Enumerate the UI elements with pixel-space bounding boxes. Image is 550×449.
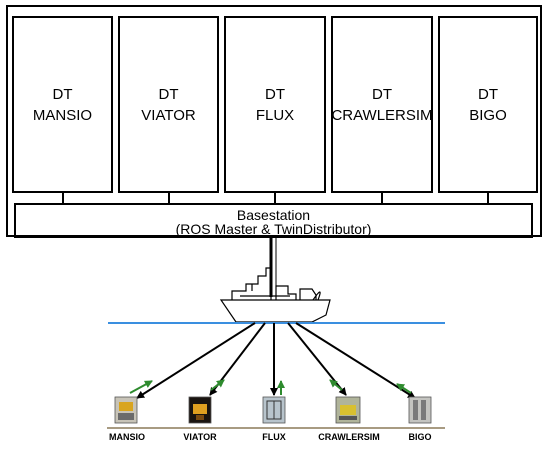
downlink-arrow-mansio (136, 322, 256, 399)
basestation-title: Basestation (236, 207, 311, 223)
dt-flux-connector (274, 192, 276, 203)
dt-mansio-label: DT MANSIO (32, 85, 93, 124)
uplink-arrow-crawlersim (329, 379, 343, 391)
dt-viator-label: DT VIATOR (141, 85, 196, 124)
dt-bigo-box: DT BIGO (438, 16, 538, 193)
digital-twin-container: DT MANSIO DT VIATOR DT FLUX DT CRAWLERSI… (6, 5, 542, 238)
dt-crawlersim-connector (381, 192, 383, 203)
basestation-box: Basestation (ROS Master & TwinDistributo… (14, 203, 533, 238)
dt-mansio-connector (62, 192, 64, 203)
vehicle-label-crawlersim: CRAWLERSIM (318, 432, 380, 442)
crawlersim-vehicle-image (335, 396, 361, 424)
mansio-vehicle-image (114, 396, 138, 424)
dt-viator-connector (168, 192, 170, 203)
vehicle-label-mansio: MANSIO (109, 432, 145, 442)
dt-bigo-label: DT BIGO (469, 85, 507, 124)
vehicle-label-viator: VIATOR (183, 432, 217, 442)
dt-crawlersim-label: DT CRAWLERSIM (331, 85, 433, 124)
uplink-arrow-bigo (396, 383, 412, 394)
uplink-arrow-viator (210, 379, 225, 391)
basestation-subtitle: (ROS Master & TwinDistributor) (175, 221, 372, 237)
uplink-arrow-mansio (129, 380, 153, 394)
bigo-vehicle-image (408, 396, 432, 424)
research-ship-icon (219, 267, 331, 323)
vehicle-label-flux: FLUX (262, 432, 286, 442)
dt-flux-label: DT FLUX (255, 85, 295, 124)
viator-vehicle-image (188, 396, 212, 424)
vehicle-label-bigo: BIGO (408, 432, 432, 442)
downlink-arrow-bigo (295, 322, 416, 399)
flux-vehicle-image (262, 396, 286, 424)
downlink-arrow-crawlersim (287, 322, 347, 396)
dt-bigo-connector (487, 192, 489, 203)
